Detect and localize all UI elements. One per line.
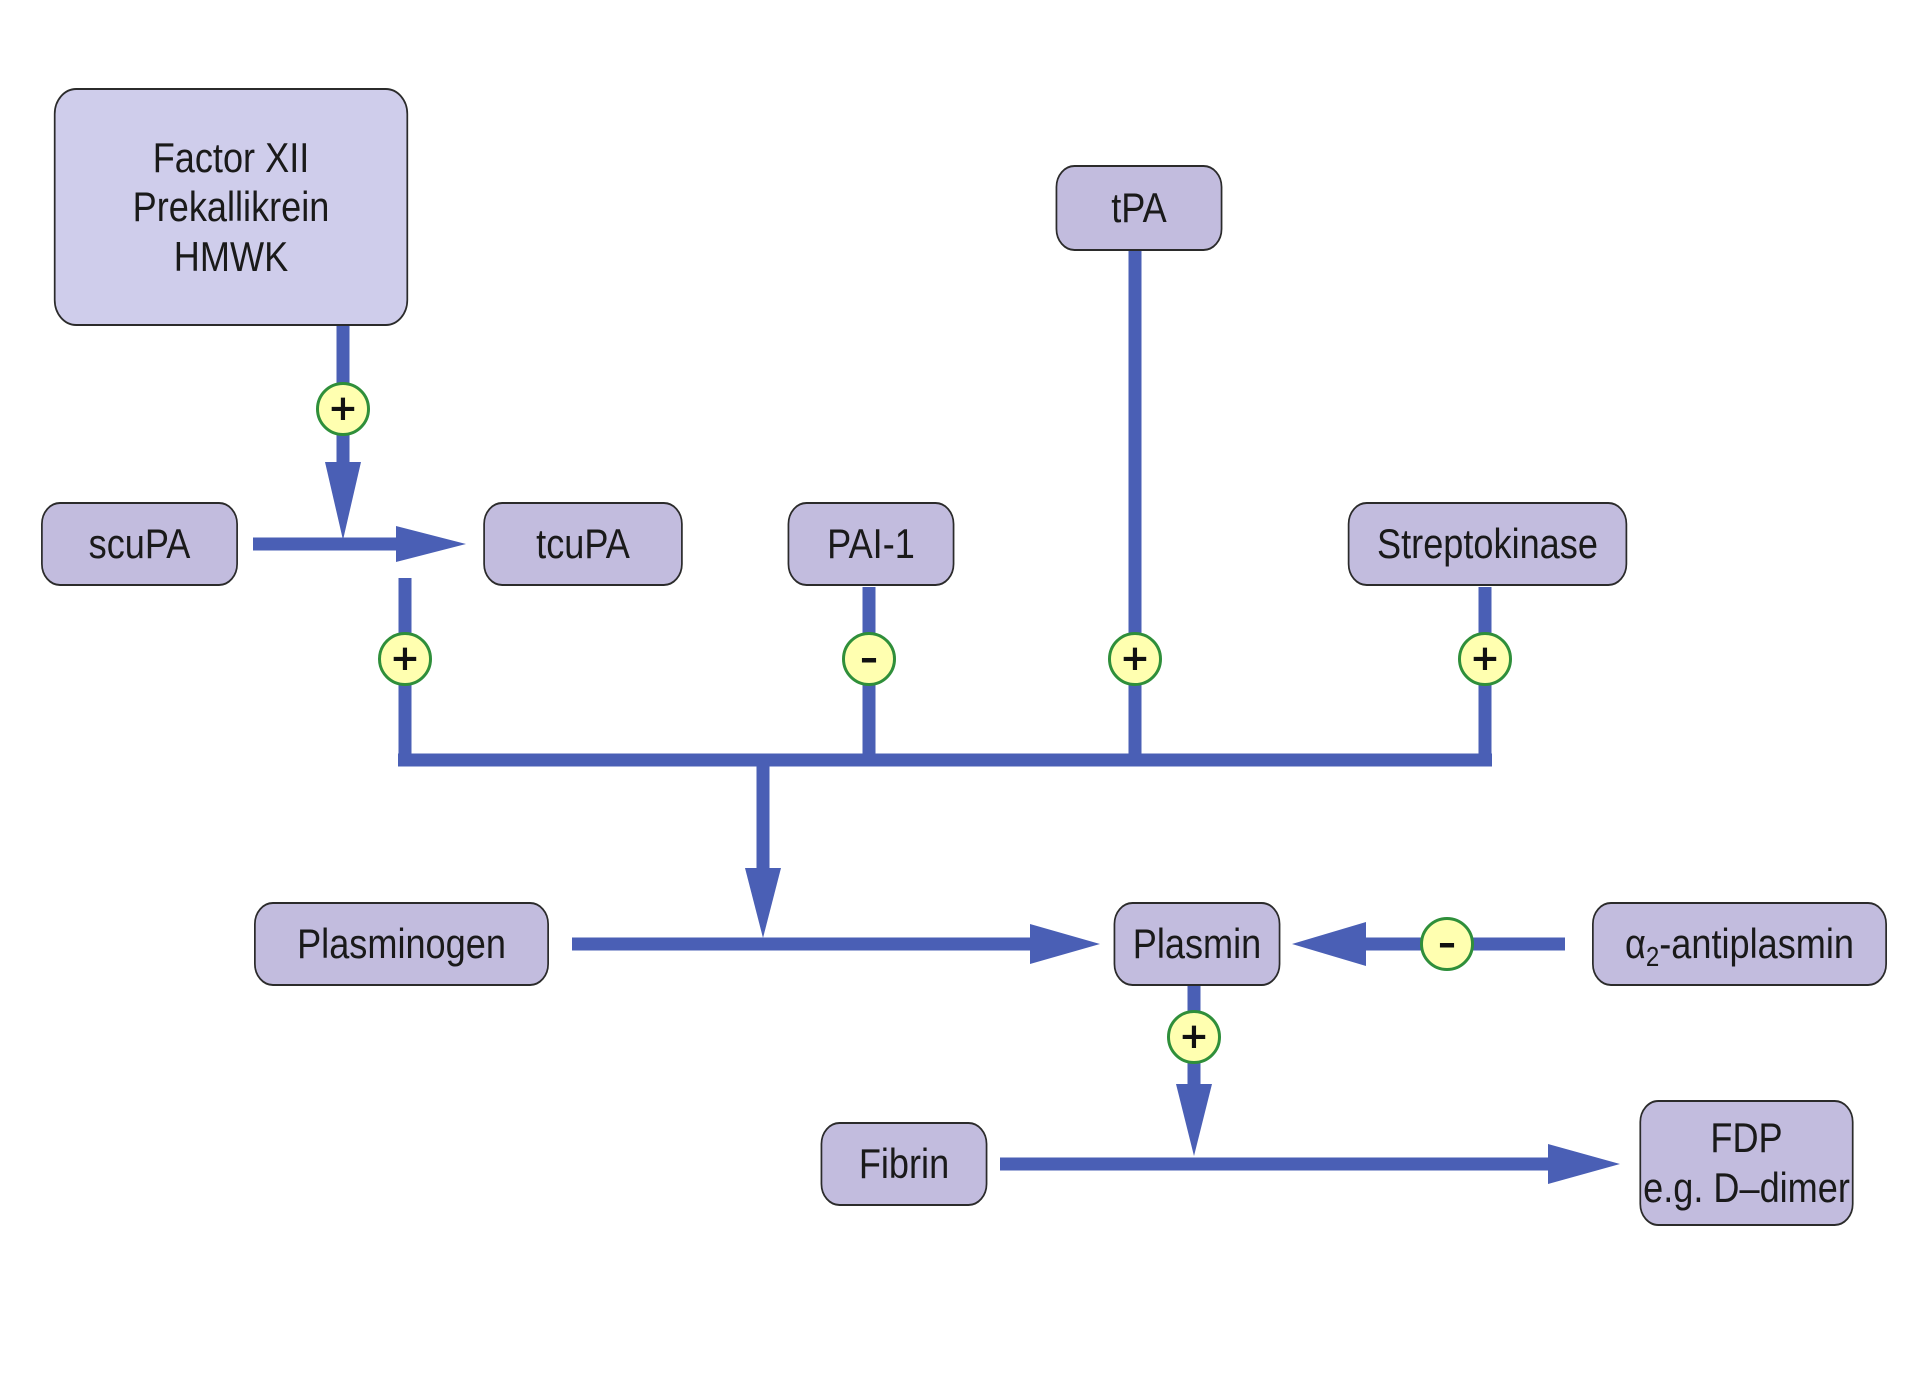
plasminogen-node: Plasminogen [254,902,549,986]
arrowhead-contact [325,462,361,540]
activation-sign: + [378,632,432,686]
arrowhead-tcupa [396,526,466,562]
activation-sign: + [1108,632,1162,686]
node-label: PAI-1 [827,520,915,568]
contact-factors-node: Factor XII Prekallikrein HMWK [53,88,409,326]
node-label: Fibrin [858,1140,950,1188]
node-line: e.g. D–dimer [1643,1164,1850,1211]
alpha2-antiplasmin-node: α2-antiplasmin [1592,902,1887,986]
node-line: Prekallikrein [132,183,330,231]
arrowhead-fibrin [1176,1084,1212,1156]
node-label: tcuPA [536,520,630,568]
inhibition-sign: – [842,632,896,686]
node-line: FDP [1710,1114,1783,1162]
node-label: Plasmin [1132,920,1262,968]
node-label: Streptokinase [1377,520,1598,568]
fibrin-node: Fibrin [820,1122,988,1206]
arrowhead-plasmin-right [1292,922,1366,966]
alpha-symbol: α [1624,920,1646,968]
arrowhead-bus [745,868,781,938]
tcupa-node: tcuPA [483,502,683,586]
node-label: tPA [1111,184,1167,232]
activation-sign: + [316,382,370,436]
fdp-node: FDP e.g. D–dimer [1639,1100,1854,1226]
arrowhead-plasmin-left [1030,924,1100,964]
activation-sign: + [1458,632,1512,686]
inhibition-sign: – [1420,917,1474,971]
alpha-subscript: 2 [1645,941,1660,973]
tpa-node: tPA [1055,165,1223,251]
arrowhead-fdp [1548,1144,1620,1184]
node-line: Factor XII [152,133,310,181]
node-line: HMWK [173,232,289,280]
plasmin-node: Plasmin [1113,902,1281,986]
activation-sign: + [1167,1010,1221,1064]
node-label: α2-antiplasmin [1624,919,1855,973]
scupa-node: scuPA [41,502,238,586]
antiplasmin-text: -antiplasmin [1659,920,1855,968]
node-label: Plasminogen [297,920,506,968]
streptokinase-node: Streptokinase [1347,502,1628,586]
pai1-node: PAI-1 [787,502,955,586]
node-label: scuPA [88,520,191,568]
